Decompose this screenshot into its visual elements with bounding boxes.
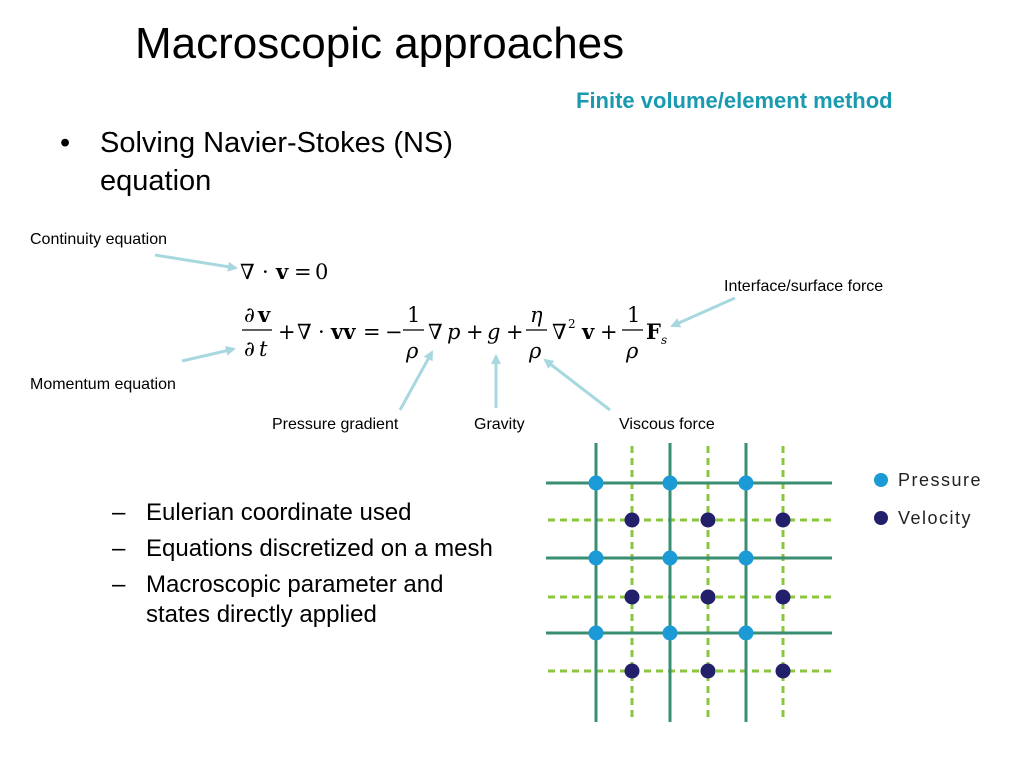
eq-g: g: [487, 320, 500, 344]
velocity-point: [700, 589, 716, 605]
eq-zero: 0: [315, 260, 328, 284]
eq-equals: =: [294, 260, 312, 284]
label-momentum-equation: Momentum equation: [30, 376, 176, 393]
sub-bullet-item: – Equations discretized on a mesh: [112, 534, 512, 564]
eq-two: 2: [568, 317, 576, 331]
eq-plus: +: [600, 320, 618, 344]
arrow-continuity: [154, 253, 238, 272]
label-viscous-force: Viscous force: [619, 416, 715, 433]
velocity-point: [775, 589, 791, 605]
pressure-point: [588, 475, 604, 491]
eq-partial-bottom: ∂: [244, 337, 255, 361]
eq-one: 1: [627, 303, 640, 327]
velocity-point: [775, 512, 791, 528]
pressure-point: [662, 625, 678, 641]
velocity-point: [624, 663, 640, 679]
eq-equals: =: [363, 320, 381, 344]
bullet-text: Solving Navier-Stokes (NS) equation: [100, 127, 453, 197]
arrow-interface: [670, 296, 736, 328]
sub-bullet-marker: –: [112, 571, 126, 598]
eq-v: v: [275, 259, 289, 284]
legend-pressure-label: Pressure: [898, 470, 983, 490]
pressure-point: [738, 550, 754, 566]
velocity-point: [700, 663, 716, 679]
eq-dot: ·: [318, 320, 325, 344]
eq-rho: ρ: [528, 339, 542, 363]
eq-nabla: ∇: [240, 260, 255, 284]
label-continuity-equation: Continuity equation: [30, 231, 167, 248]
eq-rho: ρ: [405, 339, 419, 363]
sub-bullet-text: Equations discretized on a mesh: [146, 535, 493, 562]
eq-plus: +: [466, 320, 484, 344]
eq-eta: η: [530, 303, 543, 327]
eq-nabla: ∇: [552, 320, 567, 344]
legend-pressure: Pressure: [874, 470, 982, 491]
eq-partial-top: ∂: [244, 303, 255, 327]
eq-plus: +: [278, 320, 296, 344]
eq-minus: −: [385, 320, 403, 344]
eq-F: F: [646, 319, 661, 344]
continuity-equation: ∇ · v = 0: [240, 259, 328, 284]
velocity-point: [700, 512, 716, 528]
eq-p: p: [447, 320, 460, 344]
arrow-momentum: [181, 345, 236, 363]
sub-bullet-marker: –: [112, 499, 126, 526]
pressure-point: [662, 475, 678, 491]
arrow-pressure-gradient: [398, 350, 434, 411]
label-gravity: Gravity: [474, 416, 525, 433]
eq-nabla: ∇: [428, 320, 443, 344]
eq-nabla: ∇: [297, 320, 312, 344]
eq-dot: ·: [262, 260, 269, 284]
sub-bullet-item: – Macroscopic parameter and states direc…: [112, 570, 512, 630]
eq-plus: +: [506, 320, 524, 344]
pressure-point: [738, 475, 754, 491]
pressure-dot-icon: [874, 473, 888, 487]
velocity-point: [624, 512, 640, 528]
sub-bullet-item: – Eulerian coordinate used: [112, 498, 512, 528]
pressure-point: [588, 625, 604, 641]
sub-bullet-text: Eulerian coordinate used: [146, 499, 412, 526]
eq-s: s: [661, 333, 667, 347]
legend-velocity-label: Velocity: [898, 508, 973, 528]
pressure-point: [588, 550, 604, 566]
pressure-point: [662, 550, 678, 566]
sub-bullet-marker: –: [112, 535, 126, 562]
arrow-viscous: [543, 358, 611, 412]
eq-t: t: [259, 337, 268, 361]
legend-velocity: Velocity: [874, 508, 972, 529]
velocity-point: [775, 663, 791, 679]
bullet-marker: •: [60, 127, 71, 159]
sub-bullet-list: – Eulerian coordinate used – Equations d…: [112, 498, 512, 636]
label-interface-force: Interface/surface force: [724, 278, 884, 295]
momentum-equation: ∂ v ∂ t + ∇ · vv = − 1 ρ ∇ p + g + η ρ ∇…: [242, 302, 667, 363]
eq-vv: vv: [330, 319, 356, 344]
pressure-point: [738, 625, 754, 641]
slide-subtitle: Finite volume/element method: [576, 88, 893, 113]
eq-v: v: [581, 319, 595, 344]
slide-title: Macroscopic approaches: [135, 19, 625, 68]
sub-bullet-text: Macroscopic parameter and states directl…: [146, 571, 444, 628]
eq-one: 1: [407, 303, 420, 327]
velocity-dot-icon: [874, 511, 888, 525]
label-pressure-gradient: Pressure gradient: [272, 416, 399, 433]
eq-v-top: v: [257, 302, 271, 327]
eq-rho: ρ: [625, 339, 639, 363]
velocity-point: [624, 589, 640, 605]
